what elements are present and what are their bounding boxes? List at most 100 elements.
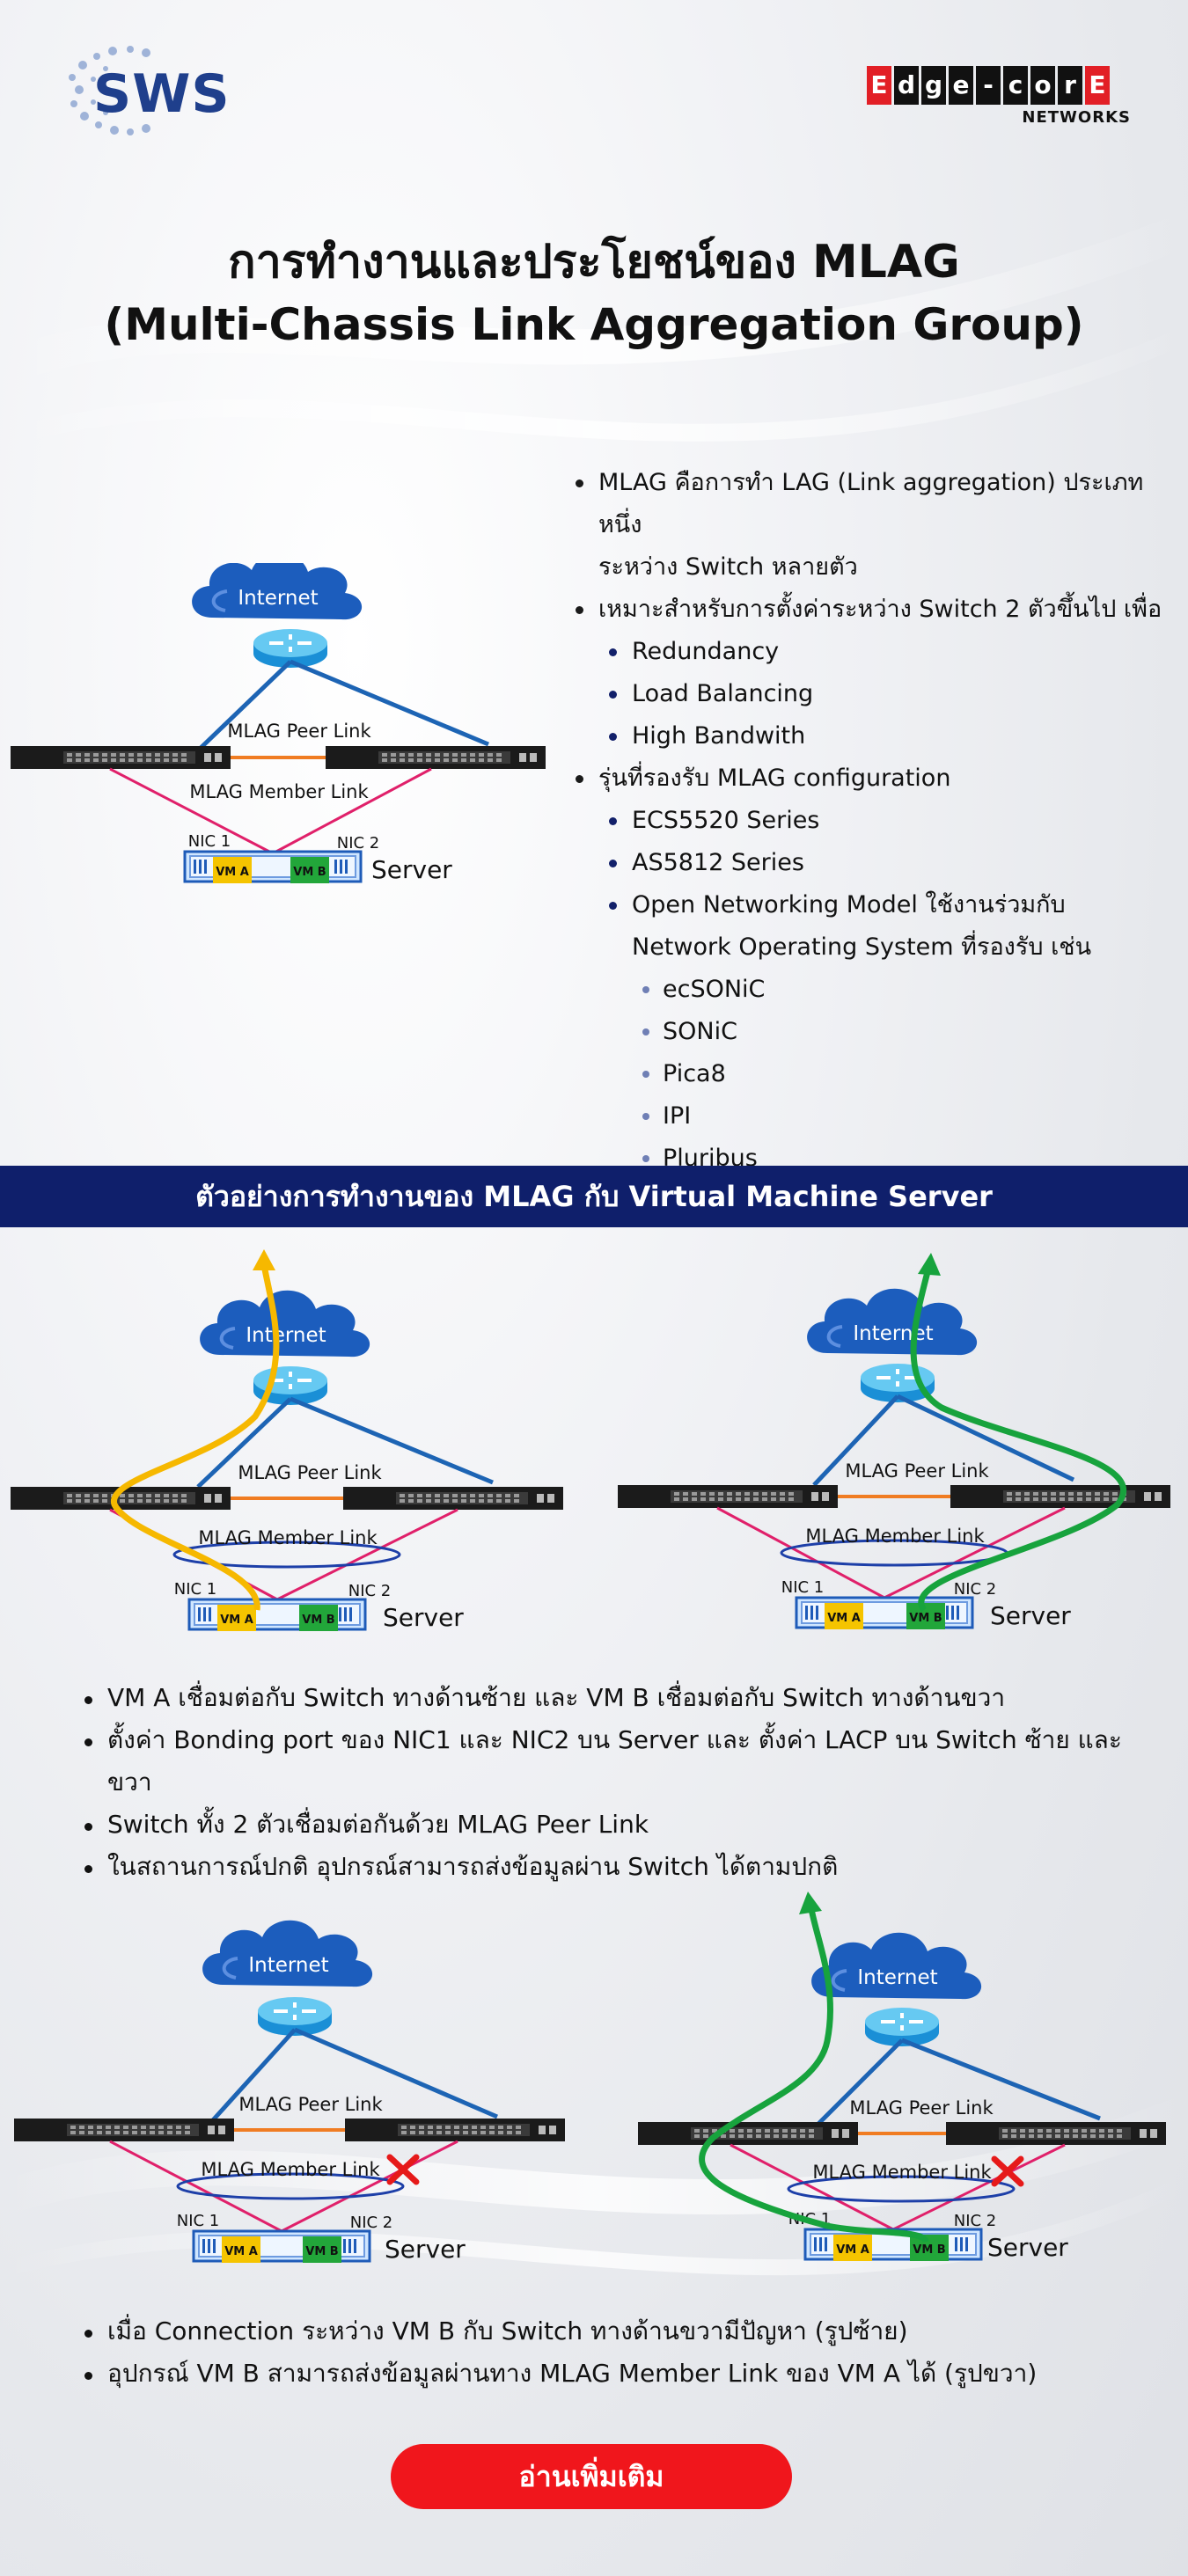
switch-left-icon [11, 746, 231, 769]
member-link-label: MLAG Member Link [812, 2162, 992, 2183]
sub-bullet-item: ECS5520 Series [572, 800, 1170, 842]
failover-bullets: เมื่อ Connection ระหว่าง VM B กับ Switch… [81, 2310, 1172, 2395]
edgecore-wordmark: E d g e - c o r E [867, 66, 1131, 105]
edgecore-letter: E [1085, 66, 1110, 105]
switch-right-icon [345, 2119, 565, 2141]
vm-b-label: VM B [302, 1614, 334, 1627]
nic2-label: NIC 2 [348, 1582, 392, 1600]
link-failure-icon [386, 2154, 420, 2185]
vm-b-label: VM B [293, 866, 326, 879]
peer-link-label: MLAG Peer Link [238, 1462, 382, 1483]
internet-label: Internet [857, 1966, 937, 1989]
bullet-item: เหมาะสำหรับการตั้งค่าระหว่าง Switch 2 ตั… [572, 589, 1170, 631]
edgecore-letter: r [1058, 66, 1082, 105]
server-label: Server [987, 2233, 1068, 2262]
switch-right-icon [343, 1487, 563, 1510]
nic1-label: NIC 1 [188, 832, 231, 851]
switch-left-icon [14, 2119, 234, 2141]
vm-a-label: VM A [836, 2243, 869, 2257]
internet-label: Internet [853, 1322, 933, 1345]
section-heading-band: ตัวอย่างการทำงานของ MLAG กับ Virtual Mac… [0, 1166, 1188, 1227]
edgecore-letter: o [1030, 66, 1055, 105]
vm-b-label: VM B [305, 2245, 338, 2258]
bullet-item: MLAG คือการทำ LAG (Link aggregation) ประ… [572, 462, 1170, 546]
sws-logo-text: SWS [93, 63, 231, 125]
switch-right-icon [326, 746, 546, 769]
sub-bullet-item: Load Balancing [572, 673, 1170, 715]
sub-bullet-item: Open Networking Model ใช้งานร่วมกับ [572, 884, 1170, 926]
peer-link-label: MLAG Peer Link [845, 1460, 989, 1482]
switch-left-icon [638, 2122, 858, 2145]
vm-b-label: VM B [909, 1612, 942, 1625]
link-failure-icon [991, 2155, 1024, 2187]
server-label: Server [385, 2235, 466, 2264]
server-label: Server [990, 1601, 1071, 1630]
nic1-label: NIC 1 [177, 2212, 220, 2230]
page-title: การทำงานและประโยชน์ของ MLAG [228, 236, 960, 289]
edgecore-letter: - [976, 66, 1001, 105]
diagram-failover: Internet MLAG Peer Link MLAG Member Link… [638, 1892, 1166, 2262]
page-subtitle: (Multi-Chassis Link Aggregation Group) [104, 299, 1084, 350]
nic1-label: NIC 1 [174, 1580, 217, 1599]
arrow-up-icon [799, 1892, 822, 1914]
nos-item: Pica8 [572, 1053, 1170, 1095]
server-label: Server [371, 855, 452, 884]
nic1-label: NIC 1 [781, 1578, 825, 1597]
arrow-up-icon [918, 1253, 941, 1276]
member-link-label: MLAG Member Link [189, 781, 369, 802]
edgecore-subtitle: NETWORKS [1022, 108, 1131, 127]
arrow-up-icon [253, 1249, 275, 1270]
edgecore-letter: d [894, 66, 919, 105]
edgecore-logo: E d g e - c o r E NETWORKS [867, 66, 1131, 136]
normal-operation-bullets: VM A เชื่อมต่อกับ Switch ทางด้านซ้าย และ… [81, 1677, 1172, 1888]
bullet-item: ในสถานการณ์ปกติ อุปกรณ์สามารถส่งข้อมูลผ่… [81, 1846, 1172, 1888]
internet-label: Internet [246, 1324, 326, 1347]
edgecore-letter: c [1003, 66, 1028, 105]
switch-right-icon [946, 2122, 1166, 2145]
sub-bullet-item: Redundancy [572, 631, 1170, 673]
nic2-label: NIC 2 [954, 1580, 997, 1599]
server-label: Server [383, 1603, 464, 1632]
vm-a-label: VM A [827, 1612, 861, 1625]
intro-bullet-list: MLAG คือการทำ LAG (Link aggregation) ประ… [572, 462, 1170, 1180]
edgecore-letter: E [867, 66, 891, 105]
peer-link-label: MLAG Peer Link [849, 2097, 994, 2119]
member-link-label: MLAG Member Link [198, 1527, 378, 1548]
vm-b-label: VM B [913, 2243, 945, 2257]
internet-label: Internet [238, 587, 318, 610]
bullet-item: ตั้งค่า Bonding port ของ NIC1 และ NIC2 บ… [81, 1719, 1172, 1804]
diagram-normal-vm-b: Internet MLAG Peer Link MLAG Member Link… [618, 1253, 1170, 1630]
bullet-item: อุปกรณ์ VM B สามารถส่งข้อมูลผ่านทาง MLAG… [81, 2353, 1172, 2395]
nic2-label: NIC 2 [954, 2212, 997, 2230]
edgecore-letter: e [949, 66, 973, 105]
nos-item: ecSONiC [572, 969, 1170, 1011]
peer-link-label: MLAG Peer Link [227, 721, 371, 742]
sub-bullet-item-continued: Network Operating System ที่รองรับ เช่น [632, 933, 1092, 961]
sub-bullet-item: AS5812 Series [572, 842, 1170, 884]
sws-dots-icon [69, 46, 150, 135]
internet-label: Internet [248, 1954, 328, 1977]
flow-path-failover [699, 1908, 929, 2243]
bullet-item: เมื่อ Connection ระหว่าง VM B กับ Switch… [81, 2310, 1172, 2353]
switch-right-icon [950, 1485, 1170, 1508]
bullet-item: รุ่นที่รองรับ MLAG configuration [572, 757, 1170, 800]
sws-logo: SWS [53, 26, 238, 150]
nic2-label: NIC 2 [337, 834, 380, 853]
bullet-item-continued: ระหว่าง Switch หลายตัว [598, 553, 858, 581]
peer-link-label: MLAG Peer Link [238, 2094, 383, 2115]
nos-item: IPI [572, 1095, 1170, 1138]
switch-left-icon [618, 1485, 838, 1508]
vm-a-label: VM A [220, 1614, 253, 1627]
bullet-item: Switch ทั้ง 2 ตัวเชื่อมต่อกันด้วย MLAG P… [81, 1804, 1172, 1846]
member-link-label: MLAG Member Link [805, 1526, 985, 1547]
read-more-button[interactable]: อ่านเพิ่มเติม [391, 2444, 792, 2509]
flow-path-vm-b [910, 1268, 1127, 1613]
vm-a-label: VM A [216, 866, 249, 879]
nic2-label: NIC 2 [350, 2214, 393, 2232]
edgecore-letter: g [921, 66, 946, 105]
nos-item: SONiC [572, 1011, 1170, 1053]
member-link-label: MLAG Member Link [201, 2159, 380, 2180]
bullet-item: VM A เชื่อมต่อกับ Switch ทางด้านซ้าย และ… [81, 1677, 1172, 1719]
diagram-failure: Internet MLAG Peer Link MLAG Member Link… [14, 1918, 565, 2264]
